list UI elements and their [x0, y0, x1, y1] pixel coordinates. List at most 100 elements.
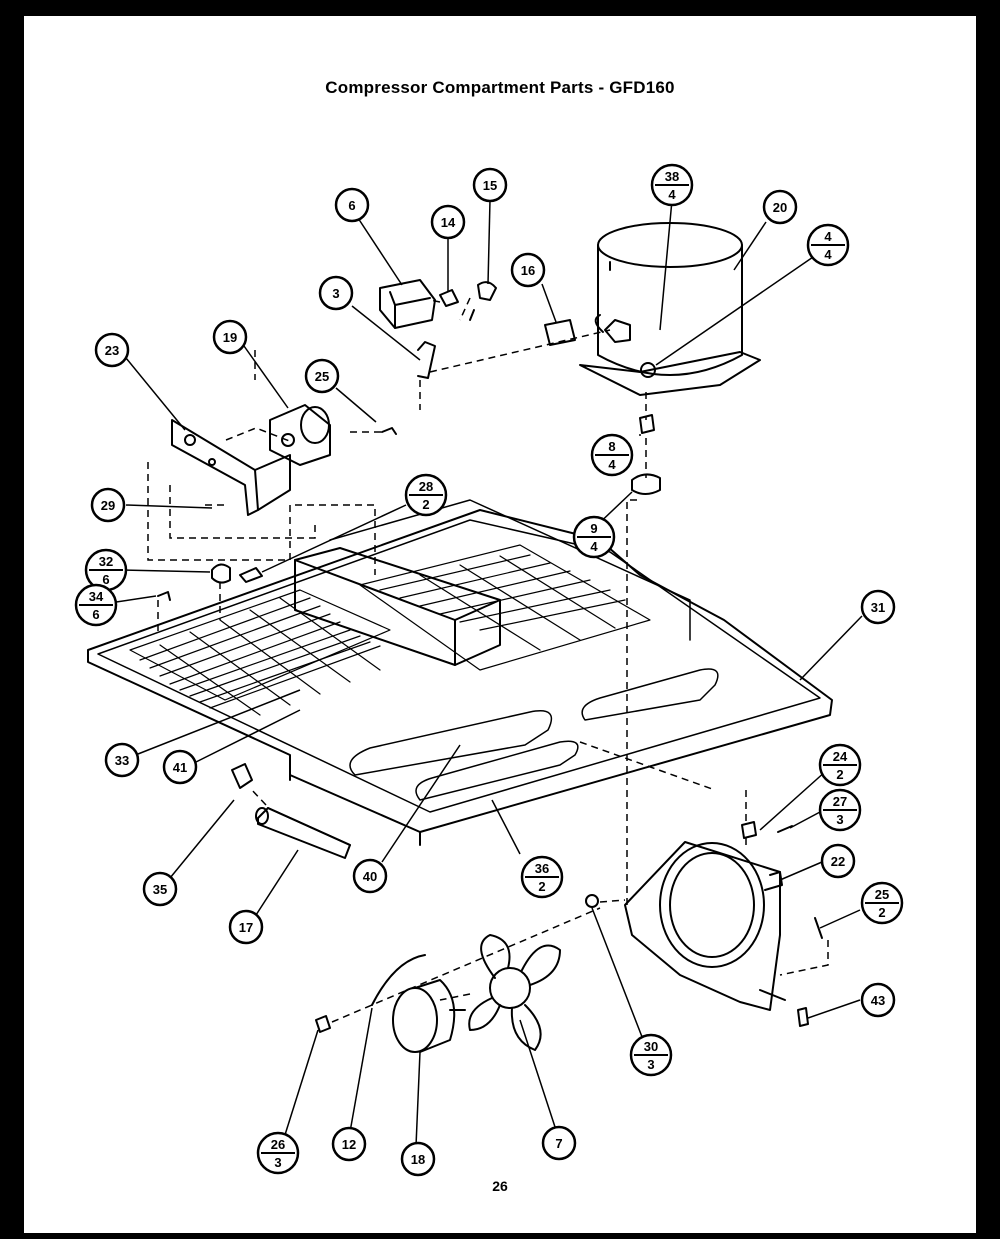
relay: [379, 279, 436, 329]
callout-9-4[interactable]: 94: [572, 515, 616, 559]
callout-part-number: 31: [871, 600, 885, 615]
callout-20[interactable]: 20: [762, 189, 798, 225]
callout-part-number: 41: [173, 760, 187, 775]
callout-43[interactable]: 43: [860, 982, 896, 1018]
callout-part-number: 6: [348, 198, 355, 213]
callout-38-4[interactable]: 384: [650, 163, 694, 207]
callout-27-3[interactable]: 273: [818, 788, 862, 832]
callout-part-number: 35: [153, 882, 167, 897]
callout-28-2[interactable]: 282: [404, 473, 448, 517]
callout-part-number: 22: [831, 854, 845, 869]
callout-part-number: 24: [833, 749, 848, 764]
callout-part-number: 25: [315, 369, 329, 384]
terminal-cover: [469, 281, 497, 321]
callout-8-4[interactable]: 84: [590, 433, 634, 477]
callout-34-6[interactable]: 346: [74, 583, 118, 627]
callout-quantity: 6: [92, 607, 99, 622]
callout-24-2[interactable]: 242: [818, 743, 862, 787]
divider-panel: [294, 547, 501, 666]
callout-25[interactable]: 25: [304, 358, 340, 394]
fan-blade: [468, 934, 561, 1051]
grommet: [544, 319, 576, 346]
callout-33[interactable]: 33: [104, 742, 140, 778]
callout-part-number: 18: [411, 1152, 425, 1167]
callout-3[interactable]: 3: [318, 275, 354, 311]
callout-part-number: 25: [875, 887, 889, 902]
callout-18[interactable]: 18: [400, 1141, 436, 1177]
nut-24: [741, 821, 757, 839]
leader-lines: [95, 199, 863, 1147]
overload: [439, 289, 459, 307]
callout-quantity: 4: [608, 457, 616, 472]
callout-quantity: 6: [102, 572, 109, 587]
callout-14[interactable]: 14: [430, 204, 466, 240]
callout-part-number: 38: [665, 169, 679, 184]
callout-4-4[interactable]: 44: [806, 223, 850, 267]
sleeve: [639, 414, 655, 434]
callout-quantity: 3: [647, 1057, 654, 1072]
callout-quantity: 3: [274, 1155, 281, 1170]
defrost-timer: [269, 404, 331, 466]
callout-part-number: 3: [332, 286, 339, 301]
callout-quantity: 4: [590, 539, 598, 554]
screw: [381, 427, 397, 435]
callout-7[interactable]: 7: [541, 1125, 577, 1161]
callout-29[interactable]: 29: [90, 487, 126, 523]
callout-part-number: 34: [89, 589, 104, 604]
callout-quantity: 2: [538, 879, 545, 894]
callout-part-number: 40: [363, 869, 377, 884]
callout-part-number: 32: [99, 554, 113, 569]
pin: [157, 591, 171, 601]
callout-part-number: 9: [590, 521, 597, 536]
washer: [585, 894, 599, 908]
callout-part-number: 8: [608, 439, 615, 454]
callout-part-number: 27: [833, 794, 847, 809]
callout-part-number: 4: [824, 229, 832, 244]
callout-part-number: 33: [115, 753, 129, 768]
callout-part-number: 26: [271, 1137, 285, 1152]
callout-part-number: 17: [239, 920, 253, 935]
callout-25-2[interactable]: 252: [860, 881, 904, 925]
callout-35[interactable]: 35: [142, 871, 178, 907]
callout-40[interactable]: 40: [352, 858, 388, 894]
callout-22[interactable]: 22: [820, 843, 856, 879]
fan-motor: [392, 979, 466, 1053]
control-bracket: [171, 419, 291, 516]
wire-harness: [371, 954, 426, 1006]
callout-part-number: 20: [773, 200, 787, 215]
nut-26: [315, 1015, 331, 1033]
callout-part-number: 7: [555, 1136, 562, 1151]
callout-quantity: 2: [422, 497, 429, 512]
callout-17[interactable]: 17: [228, 909, 264, 945]
callout-quantity: 4: [824, 247, 832, 262]
callout-part-number: 23: [105, 343, 119, 358]
callout-15[interactable]: 15: [472, 167, 508, 203]
callout-12[interactable]: 12: [331, 1126, 367, 1162]
callout-41[interactable]: 41: [162, 749, 198, 785]
callout-31[interactable]: 31: [860, 589, 896, 625]
callout-part-number: 19: [223, 330, 237, 345]
callout-32-6[interactable]: 326: [84, 548, 128, 592]
callout-part-number: 30: [644, 1039, 658, 1054]
callout-19[interactable]: 19: [212, 319, 248, 355]
callout-quantity: 2: [878, 905, 885, 920]
drier-clip: [231, 763, 253, 789]
fan-shroud: [624, 841, 786, 1011]
callout-6[interactable]: 6: [334, 187, 370, 223]
clip-43: [797, 1007, 809, 1027]
diagram-title: Compressor Compartment Parts - GFD160: [325, 78, 675, 97]
callout-quantity: 2: [836, 767, 843, 782]
callout-part-number: 12: [342, 1137, 356, 1152]
screw-25: [814, 917, 823, 939]
callout-36-2[interactable]: 362: [520, 855, 564, 899]
callout-part-number: 28: [419, 479, 433, 494]
callout-23[interactable]: 23: [94, 332, 130, 368]
callout-26-3[interactable]: 263: [256, 1131, 300, 1175]
assembly-lines: [147, 297, 829, 1023]
pan-slots: [349, 668, 719, 801]
filter-drier: [255, 807, 351, 859]
callout-30-3[interactable]: 303: [629, 1033, 673, 1077]
callout-16[interactable]: 16: [510, 252, 546, 288]
